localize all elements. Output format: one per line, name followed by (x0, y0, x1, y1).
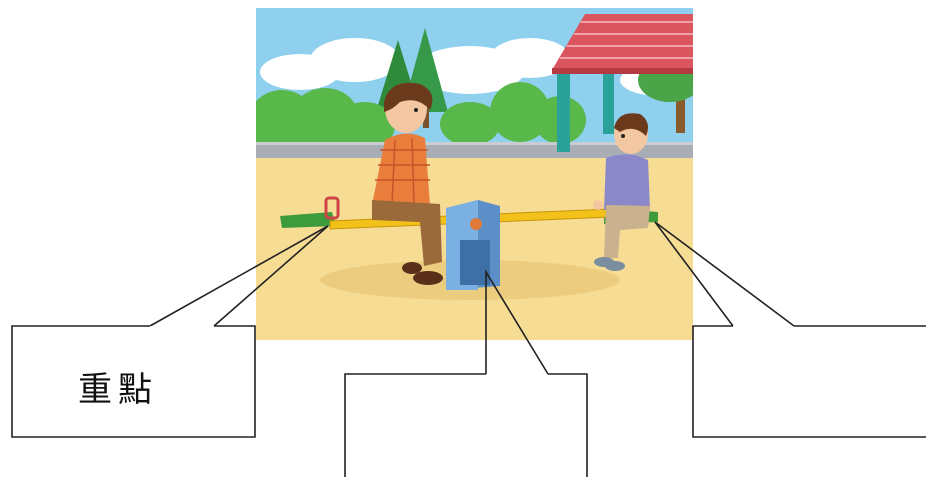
right-callout-box (693, 326, 926, 437)
left-callout-label: 重點 (78, 362, 158, 411)
fulcrum (446, 200, 500, 290)
middle-callout-box (345, 374, 587, 477)
playground-illustration (248, 8, 702, 340)
